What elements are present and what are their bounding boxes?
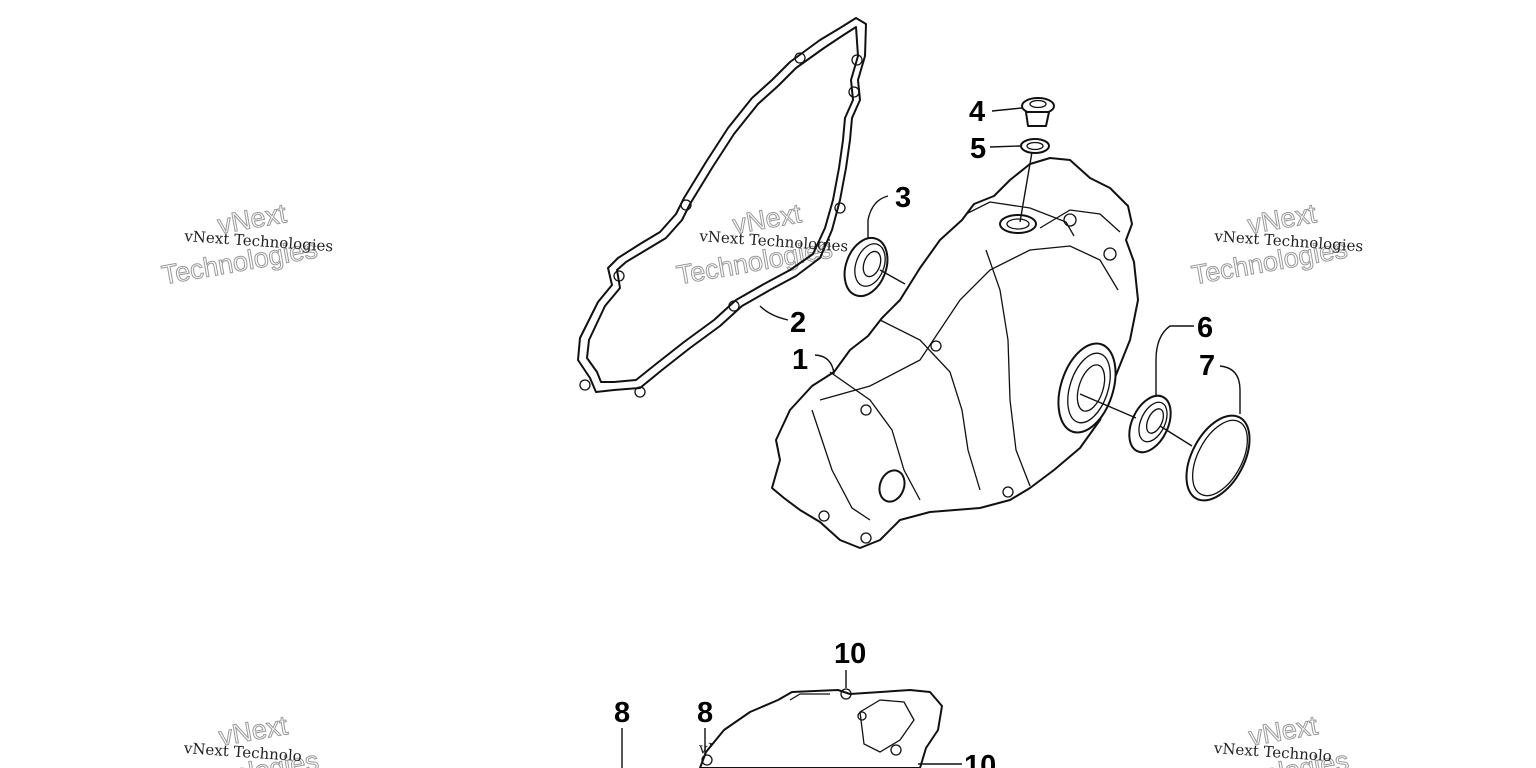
gasket-part-2 [577, 17, 867, 398]
callout-3: 3 [895, 182, 911, 214]
callout-7: 7 [1199, 350, 1215, 382]
bearing-part-3 [843, 236, 906, 298]
washer-part-5 [1019, 138, 1050, 223]
watermark-top-left: vNext Technologies vNext Technologies [159, 198, 334, 291]
callout-8-right: 8 [697, 697, 713, 729]
callout-10-right: 10 [964, 750, 996, 768]
plug-part-4 [1021, 97, 1055, 127]
callout-10-top: 10 [834, 638, 866, 670]
callout-8-left: 8 [614, 697, 630, 729]
oil-seal-part-6 [1079, 393, 1193, 454]
leader-lines [621, 107, 1241, 768]
callout-5: 5 [970, 133, 986, 165]
cover-cap-part-7 [1185, 414, 1251, 502]
watermark-top-right: vNext Technologies vNext Technologies [1189, 198, 1364, 291]
callout-2: 2 [790, 307, 806, 339]
watermark-bottom-right: vNext Technologies vNext Technolo [1190, 710, 1351, 768]
watermark-bottom-left: vNext Technologies vNext Technolo [160, 710, 321, 768]
callout-4: 4 [969, 96, 985, 128]
callout-6: 6 [1197, 312, 1213, 344]
lower-cover-part [699, 688, 943, 768]
engine-cover-part-1 [771, 157, 1139, 549]
callout-1: 1 [792, 344, 808, 376]
watermark-top-center: vNext Technologies vNext Technologies [674, 198, 849, 291]
